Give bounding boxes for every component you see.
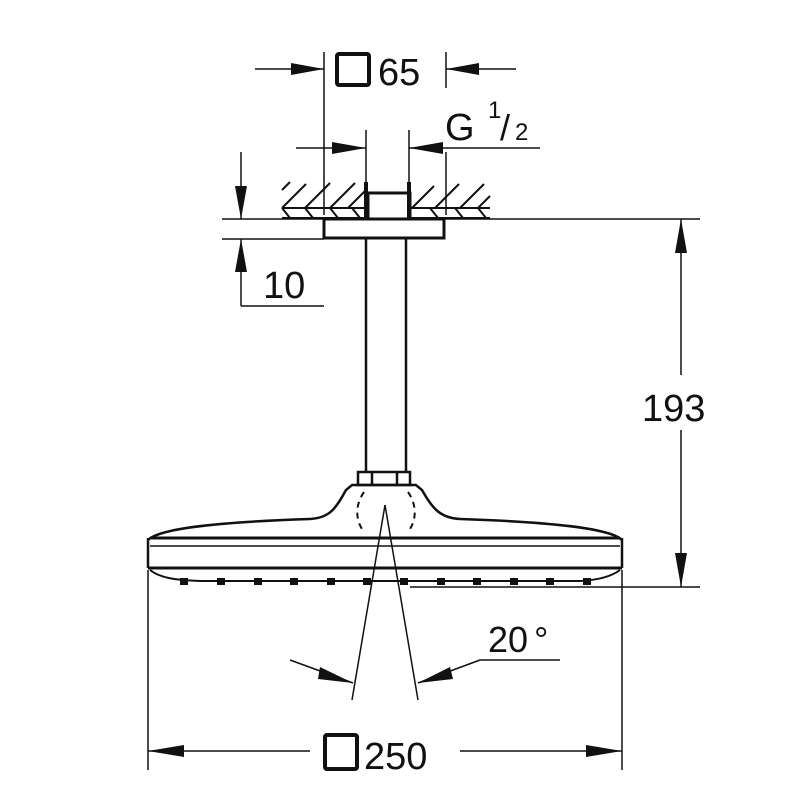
spray-nozzles xyxy=(180,578,591,585)
spray-angle-lines xyxy=(351,504,419,701)
dimension-flange-width: 65 xyxy=(255,52,516,215)
square-symbol-icon xyxy=(323,733,359,771)
flange-width-value: 65 xyxy=(378,52,420,94)
shower-head xyxy=(146,483,624,582)
ceiling-offset-value: 10 xyxy=(263,265,305,307)
ceiling-connection xyxy=(364,182,412,221)
dimension-head-width: 250 xyxy=(147,570,623,778)
ceiling-hatching xyxy=(281,181,491,219)
ceiling-flange xyxy=(322,217,446,240)
total-height-value: 193 xyxy=(642,388,705,430)
thread-numerator: 1 xyxy=(488,97,501,124)
dimension-total-height: 193 xyxy=(410,219,705,588)
thread-denominator: 2 xyxy=(515,119,528,146)
spray-angle-value: 20° xyxy=(488,619,548,660)
shower-arm xyxy=(364,238,408,472)
dimension-thread: G 1 / 2 xyxy=(296,97,540,182)
dimension-spray-angle: 20° xyxy=(289,619,560,684)
head-width-value: 250 xyxy=(364,736,427,778)
thread-slash: / xyxy=(500,107,510,148)
dimension-ceiling-offset: 10 xyxy=(235,152,324,307)
arm-connector-nut xyxy=(356,470,412,487)
square-symbol-icon xyxy=(335,52,371,87)
thread-prefix: G xyxy=(445,107,475,149)
